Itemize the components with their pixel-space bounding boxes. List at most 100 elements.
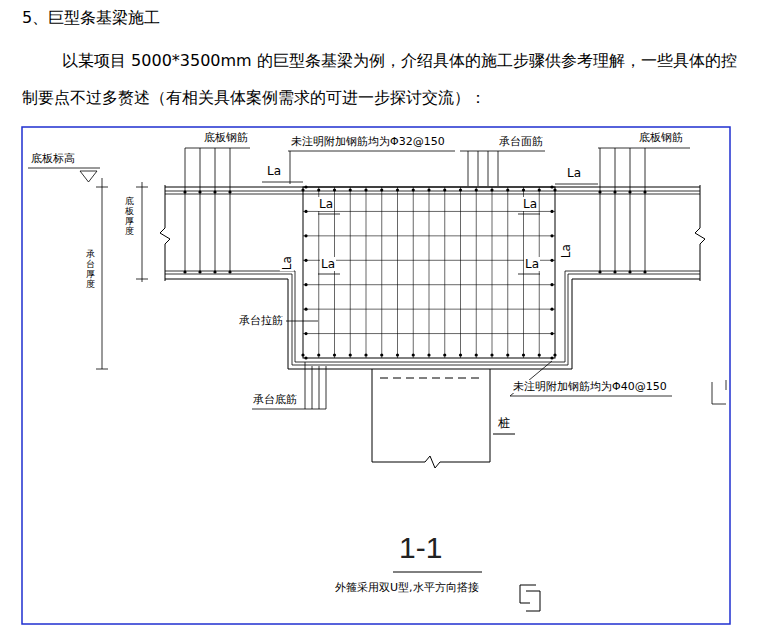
slab-rebar-leaders [290,151,291,184]
slab-rebar-leaders [185,148,250,149]
slab-rebar-leaders [645,148,646,272]
rebar-dot [443,188,446,191]
slab-rebar-leaders [478,151,479,186]
slab-rebar-leaders [185,148,690,272]
slab-rebar-dots [198,190,201,193]
slab-rebar-dots [213,270,216,273]
slab-rebar-dots [643,270,646,273]
elevation-dimensions [28,168,148,369]
rebar-dot [443,353,446,356]
pile [372,369,515,468]
slab-outline [160,185,705,369]
rebar-dot [522,353,525,356]
cap-leaders [305,362,306,409]
cage-tie [303,235,555,236]
pile [372,456,490,468]
rebar-dot [538,353,541,356]
rebar-dot [304,259,307,262]
dimension-label: 底板厚度 [124,197,135,237]
rebar-dot [304,308,307,311]
slab-rebar [165,271,700,362]
slab-rebar-leaders [200,148,201,272]
cage-tie [492,187,493,358]
slab-rebar-dots [628,270,631,273]
rebar-dot [304,210,307,213]
rebar-dot [364,353,367,356]
rebar-dot [490,188,493,191]
pile [372,369,373,462]
slab-outline [160,185,170,281]
cage-tie [303,284,555,285]
rebar-dot [550,185,553,188]
cage-tie [334,187,335,358]
cap-leaders [312,366,313,409]
rebar-dot [550,308,553,311]
rebar-dot [412,188,415,191]
rebar-dot [317,188,320,191]
cage-tie [318,187,319,358]
rebar-note: 未注明附加钢筋均为Φ40@150 [512,380,668,393]
drawing-frame [22,127,730,624]
anchor-length-marks [518,274,540,275]
rebar-dot [333,353,336,356]
elevation-dimensions [28,168,100,169]
anchor-length: La [559,243,573,259]
cage-tie [429,187,430,358]
rebar-dot [301,188,304,191]
rebar-dot [459,188,462,191]
cap-leaders [726,380,727,390]
cage-tie [413,187,414,358]
slab-rebar-dots [643,190,646,193]
cage-tie [303,309,555,310]
rebar-dot [522,188,525,191]
cage-tie [303,333,555,334]
slab-rebar-leaders [468,151,469,186]
rebar-dot [304,234,307,237]
rebar-dot [304,332,307,335]
cap-leaders [319,366,320,409]
cap-leaders [286,321,318,322]
cage-tie [460,187,461,358]
slab-rebar-leaders [598,148,690,149]
elevation-dimensions [102,178,103,369]
cap-leaders [252,321,726,409]
rebar-dot [427,188,430,191]
rebar-dot [427,353,430,356]
slab-rebar-dots [228,190,231,193]
rebar-label: 底板钢筋 [203,131,249,144]
slab-rebar-leaders [615,148,616,272]
pile-label: 桩 [497,416,511,430]
rebar-dot [553,188,556,191]
slab-outline [695,185,705,281]
slab-rebar [165,191,700,365]
slab-rebar-leaders [600,148,601,272]
slab-outline [165,279,700,369]
section-mark [526,591,540,611]
rebar-label: 底板钢筋 [638,131,684,144]
dimension-label: 承台厚度 [85,250,96,290]
cage-tie [476,187,477,358]
slab-rebar-leaders [215,148,216,272]
slab-rebar-leaders [185,148,186,272]
rebar-dot [550,332,553,335]
rebar-dot [459,353,462,356]
rebar-dot [550,356,553,359]
slab-rebar [165,274,700,365]
elevation-dimensions [96,187,108,188]
slab-rebar-leaders [230,148,231,272]
rebar-label: 承台面筋 [498,135,544,148]
elevation-dimensions [80,171,97,182]
slab-rebar-dots [628,190,631,193]
slab-rebar-dots [183,190,186,193]
slab-rebar-leaders [630,148,631,272]
anchor-length-marks [518,214,540,215]
elevation-dimensions [142,182,143,282]
slab-rebar [165,191,700,192]
pile [493,434,515,435]
cap-leaders [326,366,327,409]
cap-leaders [712,382,726,404]
rebar-dot [304,185,307,188]
section-mark [520,585,536,603]
rebar-dot [396,188,399,191]
